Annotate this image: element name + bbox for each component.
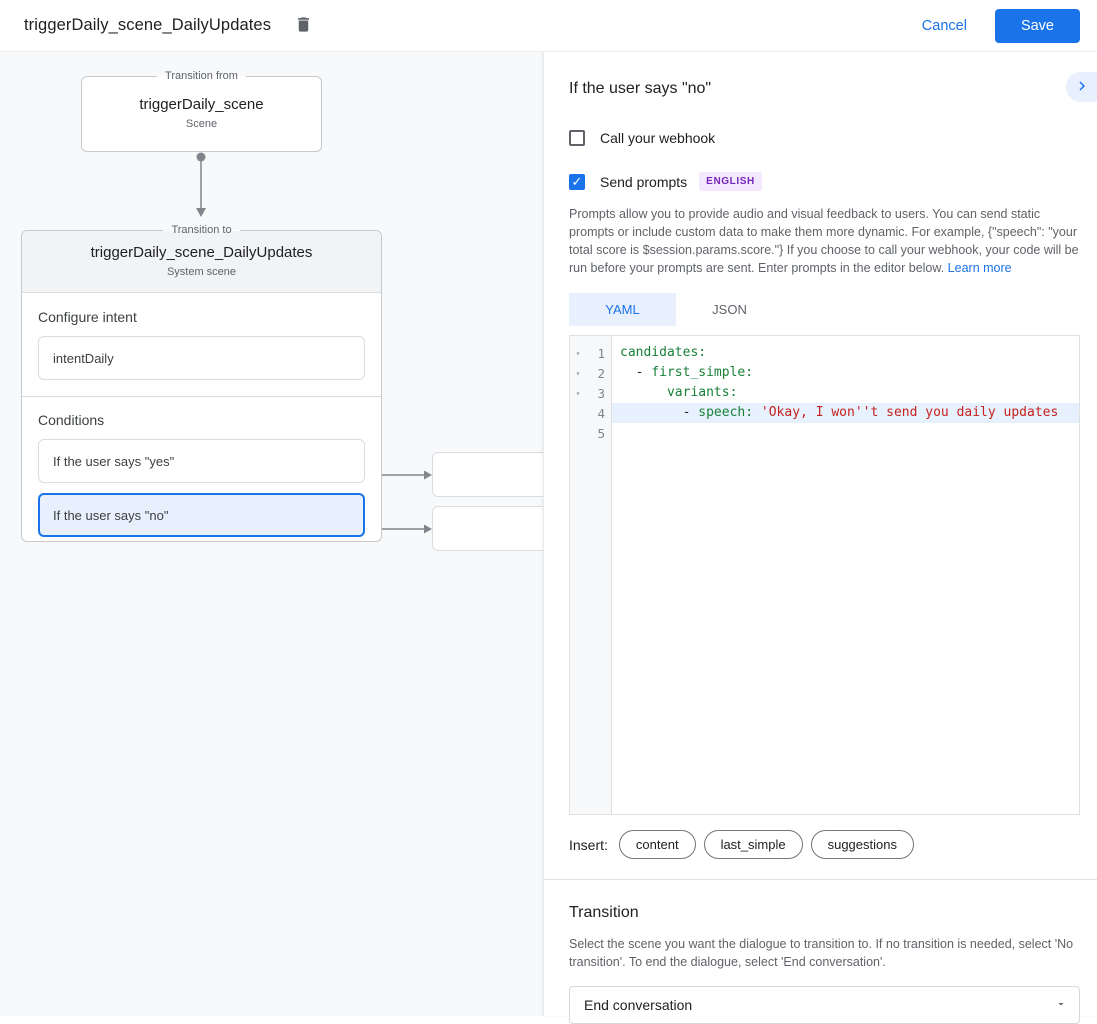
intent-item[interactable]: intentDaily [38, 336, 365, 380]
tab-yaml[interactable]: YAML [569, 293, 676, 326]
transition-to-legend: Transition to [171, 224, 232, 236]
chevron-right-icon [1073, 77, 1091, 98]
collapse-panel-button[interactable] [1066, 72, 1097, 102]
insert-chip-content[interactable]: content [618, 830, 696, 859]
line-number: 2 [597, 365, 605, 381]
prompts-description: Prompts allow you to provide audio and v… [569, 207, 1079, 275]
tab-json[interactable]: JSON [712, 302, 747, 317]
code-line[interactable]: - speech: 'Okay, I won''t send you daily… [612, 403, 1079, 423]
transition-target-box-no[interactable] [432, 506, 550, 551]
line-number: 5 [597, 425, 605, 441]
language-badge: ENGLISH [699, 172, 762, 191]
transition-from-legend: Transition from [165, 70, 238, 82]
call-webhook-checkbox[interactable] [569, 130, 585, 146]
page-title: triggerDaily_scene_DailyUpdates [24, 16, 272, 34]
transition-from-card[interactable]: Transition from triggerDaily_scene Scene [81, 70, 322, 152]
send-prompts-checkbox[interactable]: ✓ [569, 173, 585, 190]
conditions-label: Conditions [38, 412, 105, 428]
fold-arrow-icon[interactable]: ▾ [575, 388, 581, 398]
fold-arrow-icon[interactable]: ▾ [575, 348, 581, 358]
transition-target-box-yes[interactable] [432, 452, 550, 497]
insert-chip-suggestions[interactable]: suggestions [810, 830, 914, 859]
code-line[interactable]: variants: [666, 385, 738, 400]
editor-gutter: ▾ 1 ▾ 2 ▾ 3 4 5 [570, 336, 612, 814]
top-bar: triggerDaily_scene_DailyUpdates Cancel S… [0, 0, 1097, 52]
delete-scene-button[interactable] [289, 12, 317, 40]
code-line[interactable]: candidates: [620, 345, 707, 360]
save-button[interactable]: Save [994, 8, 1080, 43]
from-scene-type: Scene [185, 118, 218, 130]
code-line[interactable]: - first_simple: [620, 365, 754, 380]
send-prompts-row: ✓ Send prompts ENGLISH [569, 172, 1080, 191]
webhook-row: Call your webhook [569, 130, 1080, 146]
card-divider [22, 396, 381, 397]
insert-chip-last-simple[interactable]: last_simple [703, 830, 803, 859]
call-webhook-label: Call your webhook [600, 130, 716, 146]
fold-arrow-icon[interactable]: ▾ [575, 368, 581, 378]
from-scene-name: triggerDaily_scene [139, 96, 264, 113]
panel-title: If the user says "no" [569, 80, 712, 97]
editor-format-tabs: YAML JSON [569, 293, 1080, 326]
transition-to-card: Transition to triggerDaily_scene_DailyUp… [21, 224, 382, 542]
learn-more-link[interactable]: Learn more [947, 261, 1012, 275]
to-scene-name: triggerDaily_scene_DailyUpdates [90, 244, 313, 261]
condition-detail-panel: If the user says "no" Call your webhook … [543, 52, 1097, 1024]
line-number: 1 [597, 345, 605, 361]
trash-icon [294, 15, 313, 37]
insert-row: Insert: content last_simple suggestions [569, 830, 1080, 859]
cancel-button[interactable]: Cancel [921, 17, 967, 34]
to-card-header: triggerDaily_scene_DailyUpdates System s… [22, 231, 381, 293]
transition-select[interactable]: End conversation [569, 986, 1080, 1024]
code-editor[interactable]: ▾ 1 ▾ 2 ▾ 3 4 5 candidates: - first_simple: var… [569, 335, 1080, 815]
transition-select-value: End conversation [584, 997, 693, 1013]
line-number: 3 [597, 385, 605, 401]
editor-code-area[interactable]: candidates: - first_simple: variants: - … [612, 336, 1079, 814]
code-line[interactable] [612, 423, 1079, 443]
insert-label: Insert: [569, 836, 608, 853]
send-prompts-label: Send prompts [600, 173, 688, 190]
line-number: 4 [597, 405, 605, 421]
to-scene-type: System scene [166, 266, 237, 278]
dropdown-caret-icon [1055, 997, 1067, 1013]
transition-section-title: Transition [569, 904, 639, 921]
configure-intent-label: Configure intent [38, 309, 137, 325]
section-divider [544, 879, 1097, 880]
condition-item-yes[interactable]: If the user says "yes" [38, 439, 365, 483]
condition-item-no[interactable]: If the user says "no" [38, 493, 365, 537]
transition-description: Select the scene you want the dialogue t… [569, 937, 1074, 969]
